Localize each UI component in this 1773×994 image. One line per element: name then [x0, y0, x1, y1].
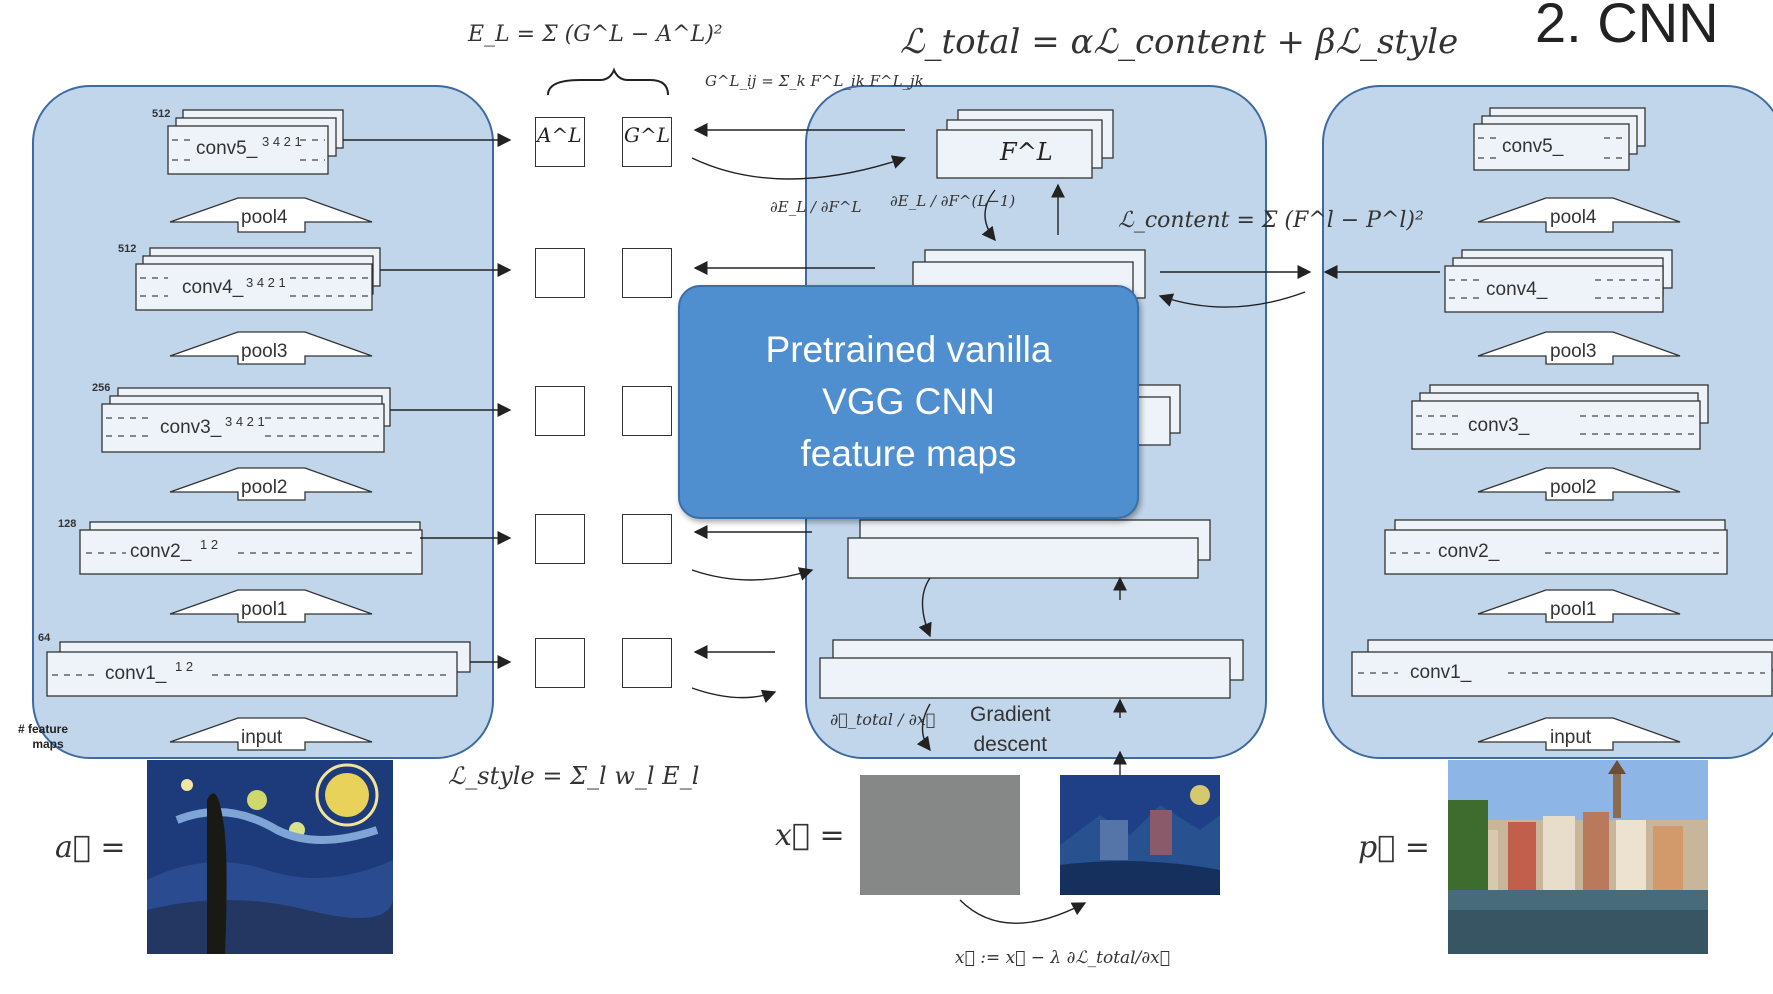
right-conv4-label: conv4_ — [1486, 279, 1548, 300]
right-conv3-label: conv3_ — [1468, 415, 1530, 436]
dE-dF-eq: ∂E_L / ∂F^L — [770, 198, 862, 216]
dL-dx-eq: ∂ℒ_total / ∂x⃗ — [830, 710, 936, 729]
box-G-row2 — [622, 248, 672, 298]
box-G-row3 — [622, 386, 672, 436]
gradient-descent-line1: Gradient — [970, 703, 1051, 726]
left-conv2-label: conv2_ — [130, 541, 192, 562]
left-conv4-subs: 3 4 2 1 — [246, 275, 286, 290]
p-vector-label: p⃗ = — [1358, 830, 1430, 865]
box-A-row5 — [535, 638, 585, 688]
right-conv1-label: conv1_ — [1410, 662, 1472, 683]
gradient-descent-line2: descent — [973, 733, 1048, 756]
left-conv3-label: conv3_ — [160, 417, 222, 438]
right-conv5-label: conv5_ — [1502, 136, 1564, 157]
pretrained-vgg-callout: Pretrained vanilla VGG CNN feature maps — [678, 285, 1139, 519]
left-pool3-label: pool3 — [241, 341, 288, 362]
box-A-row2 — [535, 248, 585, 298]
left-conv2-subs: 1 2 — [200, 537, 219, 552]
right-conv2-label: conv2_ — [1438, 541, 1500, 562]
left-conv4-label: conv4_ — [182, 277, 244, 298]
left-conv1-label: conv1_ — [105, 663, 167, 684]
style-image-starry-night — [147, 760, 393, 954]
a-vector-label: a⃗ = — [55, 830, 126, 865]
right-pool1-label: pool1 — [1550, 599, 1597, 620]
right-pool3-label: pool3 — [1550, 341, 1597, 362]
feature-maps-caption-line2: maps — [32, 737, 64, 751]
left-conv5-count: 512 — [152, 108, 171, 120]
left-input-label: input — [241, 727, 283, 748]
left-pool2-label: pool2 — [241, 477, 288, 498]
left-conv4-count: 512 — [118, 243, 137, 255]
F-label: F^L — [1000, 138, 1053, 166]
right-input-label: input — [1550, 727, 1592, 748]
x-vector-label: x⃗ = — [775, 818, 845, 853]
right-pool4-label: pool4 — [1550, 207, 1597, 228]
gradient-descent-label: Gradient descent — [970, 700, 1051, 760]
left-conv3-count: 256 — [92, 382, 111, 394]
left-conv1-count: 64 — [38, 632, 51, 644]
callout-line3: feature maps — [800, 433, 1017, 474]
style-error-eq: E_L = Σ (G^L − A^L)² — [468, 22, 723, 47]
box-A-row3 — [535, 386, 585, 436]
style-loss-eq: ℒ_style = Σ_l w_l E_l — [448, 762, 700, 790]
callout-line1: Pretrained vanilla — [765, 329, 1052, 370]
box-A-row4 — [535, 514, 585, 564]
update-eq: x⃗ := x⃗ − λ ∂ℒ_total/∂x⃗ — [955, 948, 1170, 968]
slide-title: 2. CNN — [1535, 0, 1719, 54]
dE-dFprev-eq: ∂E_L / ∂F^(L−1) — [890, 192, 1016, 210]
left-pool4-label: pool4 — [241, 207, 288, 228]
box-G-row5 — [622, 638, 672, 688]
total-loss-eq: ℒ_total = αℒ_content + βℒ_style — [900, 22, 1459, 62]
box-G-row4 — [622, 514, 672, 564]
feature-maps-caption: # feature maps — [18, 722, 68, 752]
gram-eq: G^L_ij = Σ_k F^L_ik F^L_jk — [705, 72, 924, 90]
left-conv5-label: conv5_ — [196, 138, 258, 159]
content-loss-eq: ℒ_content = Σ (F^l − P^l)² — [1118, 208, 1424, 233]
left-pool1-label: pool1 — [241, 599, 288, 620]
noise-image — [860, 775, 1020, 895]
left-conv1-subs: 1 2 — [175, 659, 194, 674]
content-image-tubingen — [1448, 760, 1708, 954]
right-pool2-label: pool2 — [1550, 477, 1597, 498]
left-conv5-subs: 3 4 2 1 — [262, 134, 302, 149]
feature-maps-caption-line1: # feature — [18, 722, 69, 736]
gram-G-box — [622, 117, 672, 167]
A-label: A^L — [537, 123, 582, 147]
result-image — [1060, 775, 1220, 895]
callout-line2: VGG CNN — [822, 381, 995, 422]
G-label: G^L — [624, 123, 671, 147]
left-conv3-subs: 3 4 2 1 — [225, 414, 265, 429]
gram-A-box — [535, 117, 585, 167]
left-conv2-count: 128 — [58, 518, 77, 530]
